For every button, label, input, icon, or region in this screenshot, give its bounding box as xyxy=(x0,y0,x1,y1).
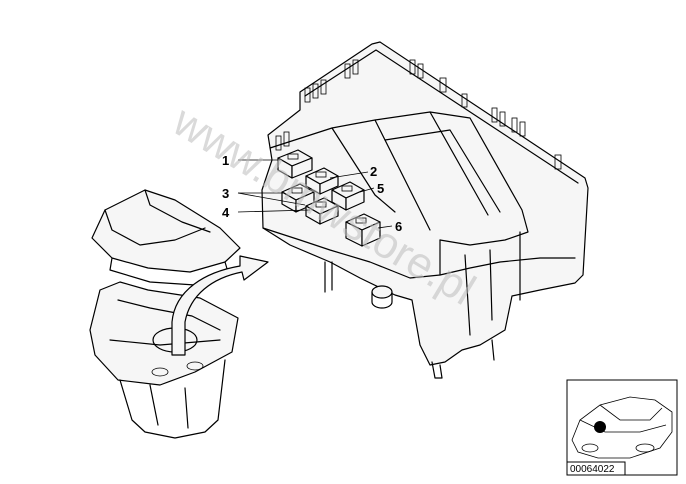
relay-2 xyxy=(305,167,339,195)
relay-set xyxy=(277,149,381,247)
car-outline-icon xyxy=(571,396,673,459)
callout-labels: 1 2 3 5 4 6 xyxy=(222,153,402,234)
cover-assembly xyxy=(89,189,269,439)
relay-6 xyxy=(345,213,381,247)
callout-3: 3 xyxy=(222,186,229,201)
callout-4: 4 xyxy=(222,205,230,220)
callout-1: 1 xyxy=(222,153,229,168)
reference-thumbnail: 00064022 xyxy=(566,379,678,476)
callout-5: 5 xyxy=(377,181,384,196)
callout-6: 6 xyxy=(395,219,402,234)
relay-5 xyxy=(331,181,365,211)
relay-4 xyxy=(305,197,339,225)
callout-2: 2 xyxy=(370,164,377,179)
relay-1 xyxy=(277,149,313,179)
location-marker xyxy=(594,421,606,433)
leader-lines xyxy=(237,159,393,229)
fuse-box-housing xyxy=(261,41,589,379)
reference-code: 00064022 xyxy=(570,464,615,475)
